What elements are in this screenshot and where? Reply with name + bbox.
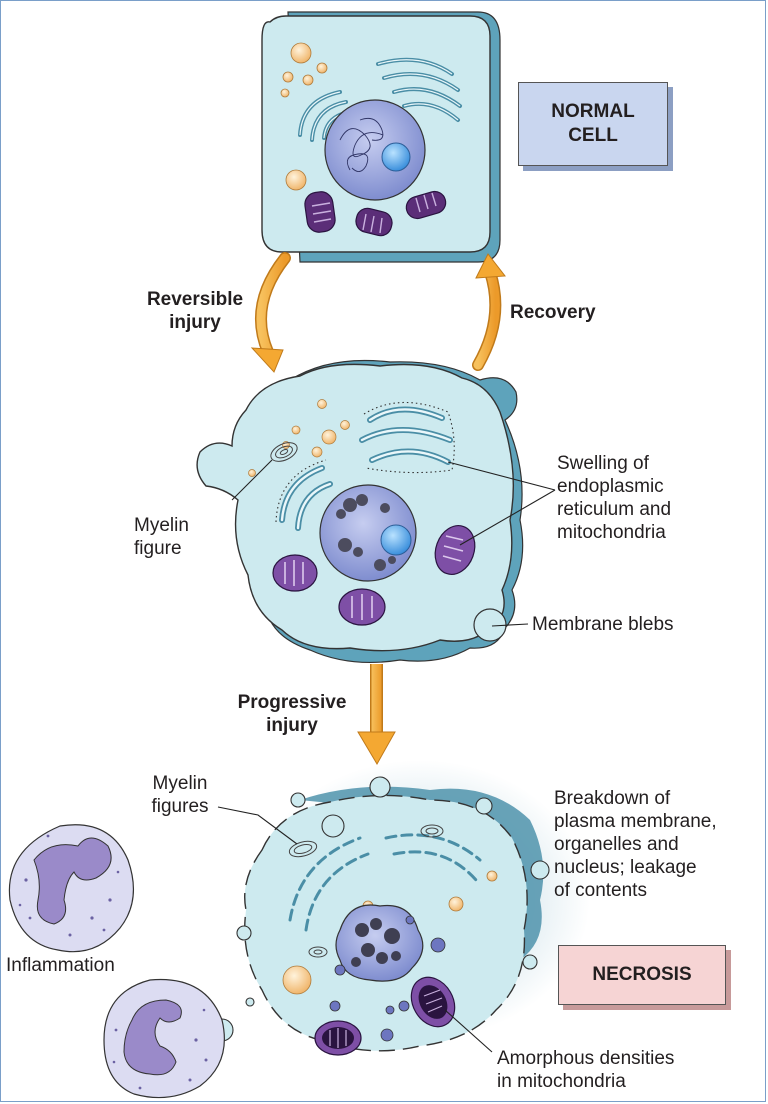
reversibly-injured-cell — [196, 359, 524, 664]
myelin-figure-line1: Myelin — [134, 515, 189, 536]
progressive-injury-label: Progressive injury — [222, 691, 362, 737]
breakdown-line3: organelles and — [554, 834, 679, 855]
breakdown-annotation: Breakdown of plasma membrane, organelles… — [554, 787, 717, 902]
breakdown-line1: Breakdown of — [554, 788, 671, 809]
swelling-line4: mitochondria — [557, 522, 666, 543]
swelling-line1: Swelling of — [557, 453, 649, 474]
amorphous-annotation: Amorphous densities in mitochondria — [497, 1047, 674, 1093]
normal-cell-box: NORMAL CELL — [518, 82, 668, 166]
amorphous-line2: in mitochondria — [497, 1071, 626, 1092]
myelin-figures-annotation: Myelin figures — [138, 772, 222, 818]
leukocyte-upper — [8, 824, 134, 953]
recovery-arrow — [472, 253, 506, 371]
progressive-injury-arrow — [357, 664, 396, 765]
necrosis-box: NECROSIS — [558, 945, 726, 1005]
swelling-line2: endoplasmic — [557, 476, 664, 497]
membrane-blebs-annotation: Membrane blebs — [532, 614, 674, 635]
reversible-injury-line2: injury — [169, 312, 221, 333]
mitochondria — [304, 190, 447, 237]
swelling-line3: reticulum and — [557, 499, 672, 520]
swelling-annotation: Swelling of endoplasmic reticulum and mi… — [557, 452, 671, 544]
breakdown-line5: of contents — [554, 880, 647, 901]
normal-cell-label-line1: NORMAL — [551, 101, 635, 122]
myelin-figures-swirls — [288, 824, 444, 958]
reversible-injury-label: Reversible injury — [130, 288, 260, 334]
amorphous-line1: Amorphous densities — [497, 1048, 675, 1069]
myelin-figure-annotation: Myelin figure — [134, 514, 189, 560]
leukocyte-lower — [103, 978, 225, 1099]
myelin-figures-line1: Myelin — [152, 773, 208, 794]
inflammation-label: Inflammation — [6, 955, 115, 976]
reversible-injury-arrow — [250, 252, 291, 373]
myelin-figure-line2: figure — [134, 538, 182, 559]
myelin-figure-swirl — [270, 442, 298, 462]
normal-cell-label-line2: CELL — [568, 125, 618, 146]
necrotic-cell — [210, 760, 590, 1056]
leader-lines-middle — [231, 459, 556, 627]
nucleus — [324, 99, 426, 201]
necrosis-label: NECROSIS — [592, 964, 692, 985]
nucleolus-swollen — [380, 524, 412, 556]
progressive-injury-line1: Progressive — [237, 692, 347, 713]
breakdown-line2: plasma membrane, — [554, 811, 717, 832]
breakdown-line4: nucleus; leakage — [554, 857, 697, 878]
swollen-mitochondria — [272, 525, 476, 626]
damaged-mitochondria — [314, 976, 456, 1056]
reversible-injury-line1: Reversible — [146, 289, 244, 310]
normal-cell — [261, 11, 501, 263]
fragmented-er — [288, 833, 482, 932]
leader-lines-bottom — [217, 806, 493, 1053]
progressive-injury-line2: injury — [266, 715, 318, 736]
recovery-label: Recovery — [510, 302, 596, 323]
nucleolus — [381, 142, 411, 172]
myelin-figures-line2: figures — [151, 796, 209, 817]
